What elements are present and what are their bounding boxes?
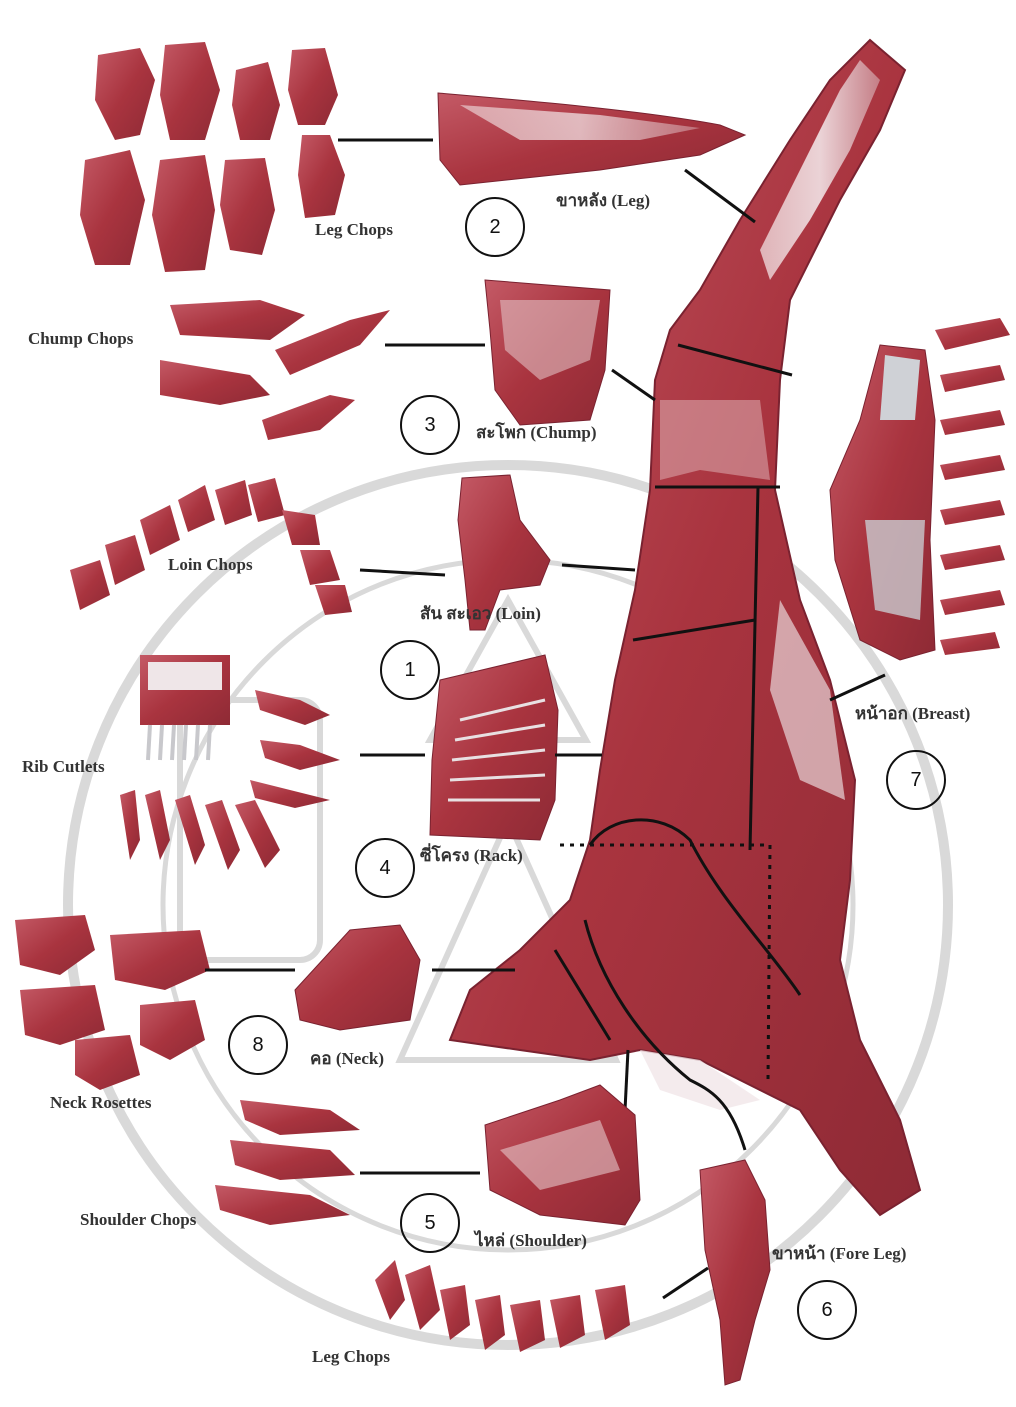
rib-cutlets-images xyxy=(120,655,340,870)
cut-number-1: 1 xyxy=(380,640,440,700)
breast-cut-image xyxy=(830,318,1010,660)
neck-cut-image xyxy=(295,925,420,1030)
label-shoulder-chops: Shoulder Chops xyxy=(80,1210,196,1230)
label-chump: สะโพก (Chump) xyxy=(476,419,597,446)
label-leg-chops-top: Leg Chops xyxy=(315,220,393,240)
label-leg-chops-bottom: Leg Chops xyxy=(312,1347,390,1367)
label-chump-chops: Chump Chops xyxy=(28,329,133,349)
chump-cut-image xyxy=(485,280,610,425)
cut-number-4: 4 xyxy=(355,838,415,898)
label-loin-chops: Loin Chops xyxy=(168,555,253,575)
label-loin: สัน สะเอว (Loin) xyxy=(420,600,541,627)
rack-cut-image xyxy=(430,655,558,840)
label-rib-cutlets: Rib Cutlets xyxy=(22,757,105,777)
cut-number-3: 3 xyxy=(400,395,460,455)
cut-number-2: 2 xyxy=(465,197,525,257)
loin-chops-images xyxy=(70,478,352,615)
leg-cut-image xyxy=(438,93,745,185)
leg-chops-top-images xyxy=(80,42,345,272)
label-neck-rosettes: Neck Rosettes xyxy=(50,1093,152,1113)
neck-rosettes-images xyxy=(15,915,210,1090)
label-shoulder: ไหล่ (Shoulder) xyxy=(475,1227,587,1254)
cut-number-5: 5 xyxy=(400,1193,460,1253)
label-leg: ขาหลัง (Leg) xyxy=(556,187,650,214)
cut-number-7: 7 xyxy=(886,750,946,810)
label-neck: คอ (Neck) xyxy=(310,1045,384,1072)
label-breast: หน้าอก (Breast) xyxy=(855,700,970,727)
shoulder-cut-image xyxy=(485,1085,640,1225)
cut-number-8: 8 xyxy=(228,1015,288,1075)
label-rack: ซี่โครง (Rack) xyxy=(420,842,523,869)
label-fore-leg: ขาหน้า (Fore Leg) xyxy=(772,1240,906,1267)
chump-chops-images xyxy=(160,300,390,440)
cut-number-6: 6 xyxy=(797,1280,857,1340)
fore-leg-cut-image xyxy=(700,1160,770,1385)
